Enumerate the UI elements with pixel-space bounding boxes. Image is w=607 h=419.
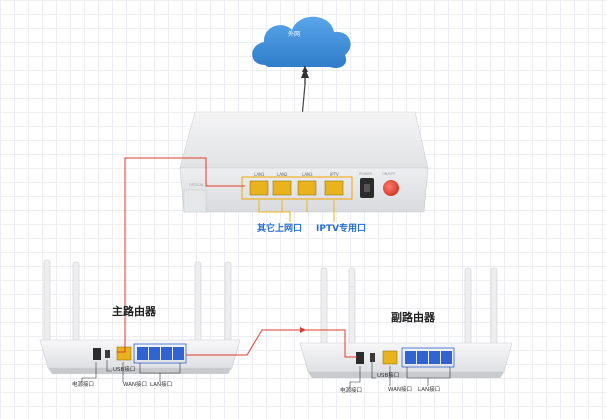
main-lan-port-label: LAN接口 [150,382,173,388]
iptv-port-label: IPTV专用口 [316,224,367,234]
sub-router-leaders [349,362,451,388]
modem-power-button [383,180,399,196]
onoff-label: ON/OFF [382,172,396,176]
optical-modem [179,111,429,213]
sub-router-title: 副路由器 [391,311,435,324]
ethernet-cable [117,157,357,358]
modem-port-label-4: IPTV [330,172,339,177]
sub-wan-port-label: WAN接口 [388,387,413,393]
sub-lan-port-label: LAN接口 [418,387,441,393]
sub-power-port-label: 电源接口 [340,388,363,394]
cloud-label: 外网 [288,31,301,38]
optical-port-label: OPTICAL [189,183,204,187]
main-router-title: 主路由器 [112,305,156,318]
port-bracket-lines [258,200,335,222]
modem-lan-ports [249,180,344,196]
power-label: POWER [359,172,372,176]
main-power-port-label: 电源接口 [72,382,95,388]
modem-port-label-1: LAN1 [254,172,265,177]
other-internet-port-label: 其它上网口 [257,224,303,234]
modem-port-label-3: LAN3 [302,172,313,177]
internet-cloud-icon [252,16,351,68]
sub-router [299,267,513,378]
modem-port-label-2: LAN2 [277,172,288,177]
main-usb-port-label: USB接口 [113,367,136,373]
main-wan-port-label: WAN接口 [123,382,148,388]
modem-ports-highlight [241,176,353,200]
main-router-leaders [81,360,181,382]
sub-usb-port-label: USB接口 [377,373,400,379]
